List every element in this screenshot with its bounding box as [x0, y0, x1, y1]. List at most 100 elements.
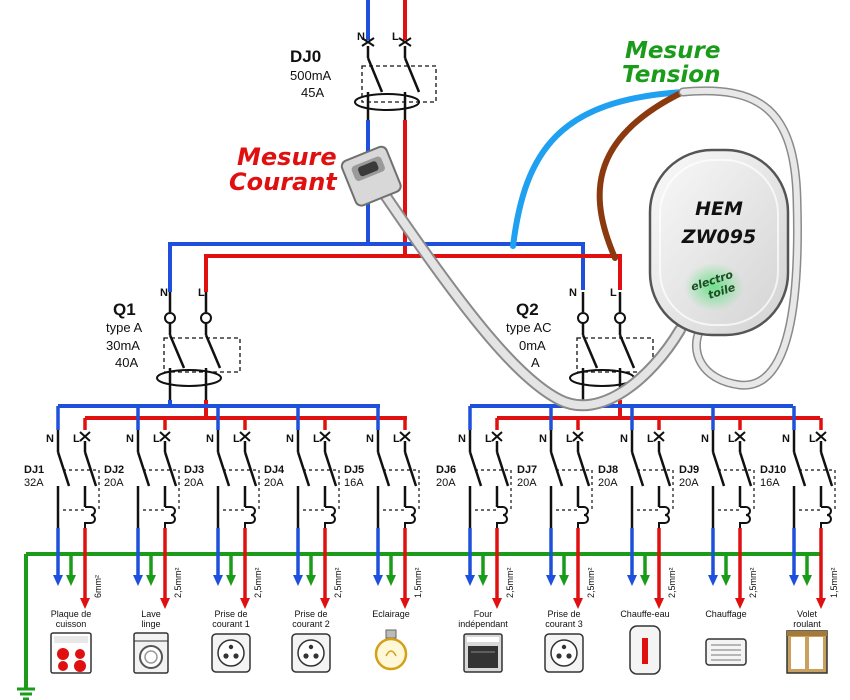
q1-name: Q1 [113, 300, 136, 319]
circuit-l-label: L [647, 433, 654, 445]
q1-l-label: L [198, 287, 205, 299]
circuit-name: DJ3 [184, 464, 204, 476]
load-label-2: courant 1 [212, 619, 250, 629]
distribution-buses [58, 400, 820, 420]
load-label: Chauffage [705, 609, 746, 619]
dj0-n-label: N [357, 31, 365, 43]
q1-type: type A [106, 320, 142, 335]
load-label: Eclairage [372, 609, 410, 619]
q2-type: type AC [506, 320, 552, 335]
load-label-2: cuisson [56, 619, 87, 629]
measure-current-line2: Courant [229, 168, 338, 196]
q1-sensitivity: 30mA [106, 338, 140, 353]
wire-section: 2,5mm² [748, 567, 758, 598]
circuit-rating: 32A [24, 477, 44, 489]
q2-rating: A [531, 355, 540, 370]
energy-meter: HEM ZW095 electro toile [648, 148, 790, 337]
circuit-name: DJ6 [436, 464, 456, 476]
q2-n-label: N [569, 287, 577, 299]
measure-current-line1: Mesure [237, 143, 337, 171]
circuit-rating: 20A [264, 477, 284, 489]
socket-icon [291, 633, 331, 673]
load-label-2: courant 3 [545, 619, 583, 629]
circuit-n-label: N [366, 433, 374, 445]
load-label: Prise de [294, 609, 327, 619]
bulb-icon [374, 629, 408, 671]
circuit-name: DJ5 [344, 464, 364, 476]
circuit-rating: 20A [598, 477, 618, 489]
oven-icon [463, 633, 503, 673]
circuit-n-label: N [539, 433, 547, 445]
circuit-n-label: N [286, 433, 294, 445]
wire-section: 1,5mm² [413, 567, 423, 598]
circuit-name: DJ8 [598, 464, 618, 476]
load-label-2: indépendant [458, 619, 508, 629]
q1-n-label: N [160, 287, 168, 299]
wire-section: 1,5mm² [829, 567, 839, 598]
circuit-l-label: L [313, 433, 320, 445]
circuit-name: DJ10 [760, 464, 786, 476]
meter-line1: HEM [695, 198, 743, 220]
circuit-l-label: L [153, 433, 160, 445]
circuit-n-label: N [458, 433, 466, 445]
circuit-l-label: L [393, 433, 400, 445]
socket-icon [544, 633, 584, 673]
energy-meter-assembly: HEM ZW095 electro toile [340, 86, 802, 412]
load-label: Four [474, 609, 493, 619]
load-label: Lave [141, 609, 161, 619]
circuit-name: DJ1 [24, 464, 44, 476]
main-breaker: N L DJ0 500mA 45A [290, 0, 437, 256]
washing-machine-icon [133, 632, 169, 674]
rcd-q2: N L Q2 type AC 0mA A [506, 287, 654, 400]
wire-section: 2,5mm² [586, 567, 596, 598]
measure-voltage-line1: Mesure [625, 38, 721, 64]
circuit-rating: 16A [760, 477, 780, 489]
circuit-rating: 20A [104, 477, 124, 489]
current-clamp [340, 145, 402, 207]
circuit-l-label: L [809, 433, 816, 445]
q2-l-label: L [610, 287, 617, 299]
socket-icon [211, 633, 251, 673]
meter-line2: ZW095 [681, 226, 756, 248]
hob-icon [50, 632, 92, 674]
wire-section: 2,5mm² [667, 567, 677, 598]
load-label: Prise de [214, 609, 247, 619]
load-label-2: linge [141, 619, 160, 629]
load-label: Chauffe-eau [620, 609, 669, 619]
measure-current-label: Mesure Courant [229, 143, 338, 196]
dj0-sensitivity: 500mA [290, 68, 332, 83]
circuit-l-label: L [73, 433, 80, 445]
circuit-rating: 20A [679, 477, 699, 489]
dj0-rating: 45A [301, 85, 324, 100]
circuit-name: DJ7 [517, 464, 537, 476]
wire-section: 6mm² [93, 575, 103, 598]
load-label: Plaque de [51, 609, 92, 619]
circuit-rating: 16A [344, 477, 364, 489]
load-label-2: courant 2 [292, 619, 330, 629]
q1-rating: 40A [115, 355, 138, 370]
circuit-rating: 20A [436, 477, 456, 489]
q2-sensitivity: 0mA [519, 338, 546, 353]
circuit-name: DJ9 [679, 464, 699, 476]
dj0-l-label: L [392, 31, 399, 43]
measure-voltage-line2: Tension [622, 62, 720, 88]
circuit-l-label: L [566, 433, 573, 445]
circuit-n-label: N [620, 433, 628, 445]
circuit-n-label: N [701, 433, 709, 445]
earth-bus [17, 552, 820, 700]
wire-section: 2,5mm² [173, 567, 183, 598]
circuit-name: DJ4 [264, 464, 285, 476]
load-label: Prise de [547, 609, 580, 619]
circuit-l-label: L [728, 433, 735, 445]
circuit-n-label: N [46, 433, 54, 445]
